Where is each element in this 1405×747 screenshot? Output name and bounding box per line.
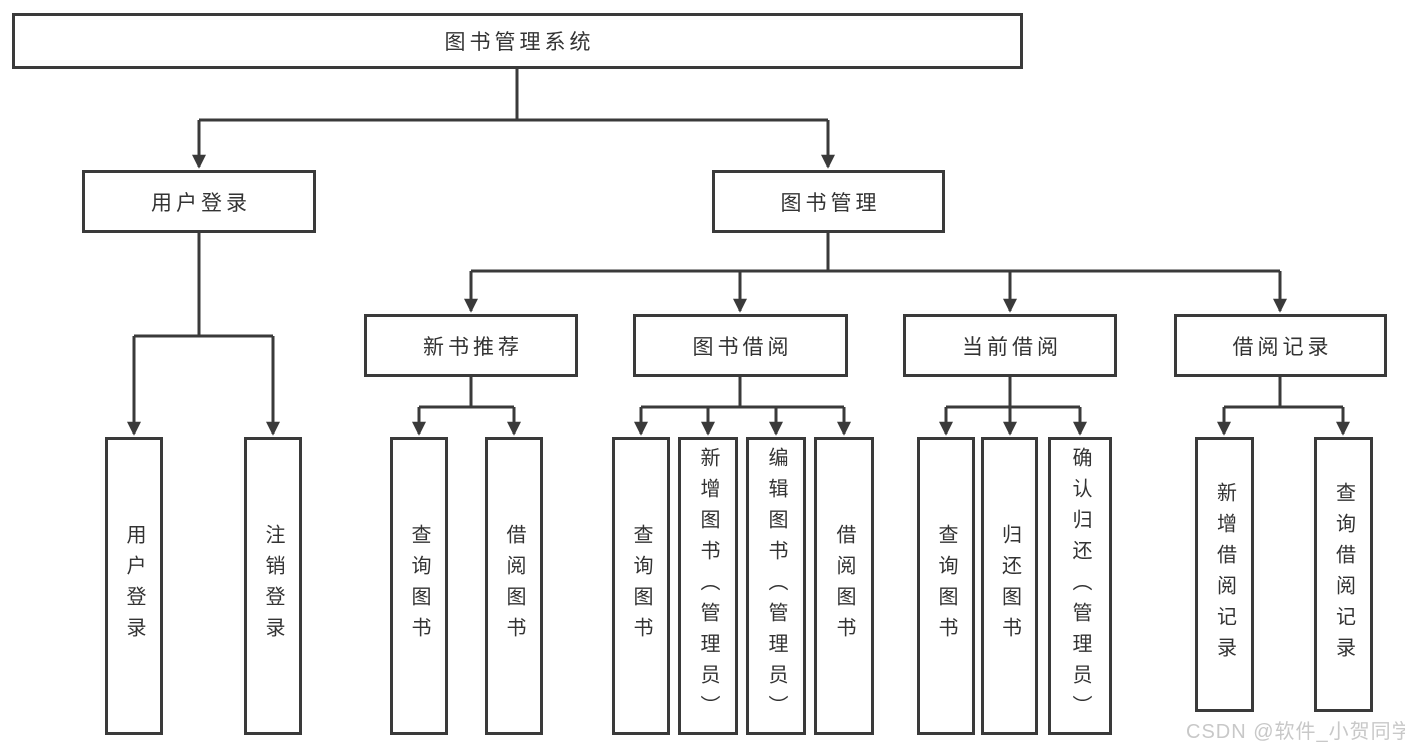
edges-root [192,69,835,169]
edges-book-borrow [634,377,851,436]
node-borrow-records: 借阅记录 [1174,314,1387,377]
csdn-watermark: CSDN @软件_小贺同学 [1186,721,1405,743]
node-book-management: 图书管理 [712,170,945,233]
leaf-query-books-current-label: 查询图书 [935,524,957,648]
leaf-add-borrow-record: 新增借阅记录 [1195,437,1254,712]
leaf-borrow-books-label: 借阅图书 [833,524,855,648]
node-book-borrow: 图书借阅 [633,314,848,377]
node-borrow-records-label: 借阅记录 [1232,335,1333,359]
leaf-query-books-recommend: 查询图书 [390,437,448,735]
leaf-query-books-borrow-label: 查询图书 [630,524,652,648]
leaf-add-book-admin-label: 新增图书（管理员） [697,446,719,726]
node-root-label: 图书管理系统 [444,31,595,54]
leaf-query-borrow-record-label: 查询借阅记录 [1332,481,1355,668]
leaf-borrow-books: 借阅图书 [814,437,874,735]
leaf-borrow-books-recommend: 借阅图书 [485,437,543,735]
leaf-query-borrow-record: 查询借阅记录 [1314,437,1373,712]
leaf-add-book-admin: 新增图书（管理员） [678,437,738,735]
leaf-logout-label: 注销登录 [262,524,284,648]
node-current-borrow-label: 当前借阅 [962,335,1062,359]
leaf-edit-book-admin: 编辑图书（管理员） [746,437,806,735]
leaf-logout: 注销登录 [244,437,302,735]
node-new-book-recommend-label: 新书推荐 [423,335,523,359]
edges-user-login [127,233,280,436]
edges-current-borrow [939,377,1087,436]
leaf-borrow-books-recommend-label: 借阅图书 [503,524,525,648]
edges-borrow-records [1217,377,1350,436]
leaf-return-book: 归还图书 [981,437,1038,735]
node-current-borrow: 当前借阅 [903,314,1117,377]
leaf-query-books-recommend-label: 查询图书 [408,524,430,648]
node-new-book-recommend: 新书推荐 [364,314,578,377]
edges-new-book-recommend [412,377,521,436]
node-book-management-label: 图书管理 [780,191,881,215]
leaf-user-login-label: 用户登录 [123,524,145,648]
node-book-borrow-label: 图书借阅 [692,335,793,359]
leaf-query-books-borrow: 查询图书 [612,437,670,735]
leaf-confirm-return-admin: 确认归还（管理员） [1048,437,1112,735]
node-user-login-label: 用户登录 [151,191,251,215]
leaf-return-book-label: 归还图书 [998,524,1021,648]
node-root: 图书管理系统 [12,13,1023,69]
leaf-user-login: 用户登录 [105,437,163,735]
leaf-confirm-return-admin-label: 确认归还（管理员） [1069,446,1091,726]
node-user-login: 用户登录 [82,170,316,233]
leaf-add-borrow-record-label: 新增借阅记录 [1213,481,1236,668]
leaf-query-books-current: 查询图书 [917,437,975,735]
edges-book-management [464,233,1287,313]
leaf-edit-book-admin-label: 编辑图书（管理员） [765,446,787,726]
